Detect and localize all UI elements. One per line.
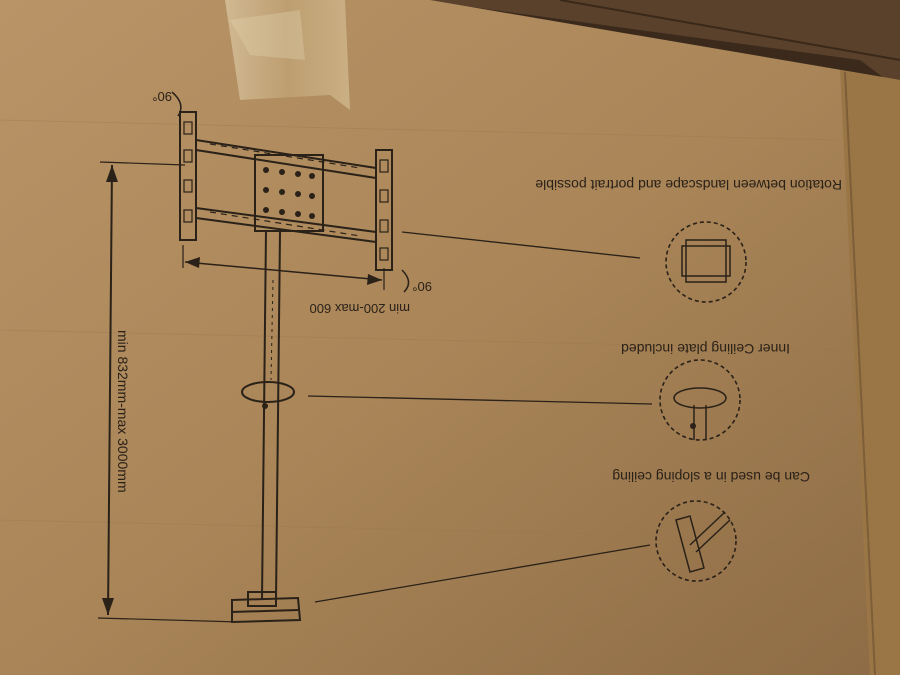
label-rotation: Rotation between landscape and portrait …: [535, 177, 842, 193]
callout-sloping: [655, 500, 737, 582]
label-width-range: min 200-max 600: [310, 301, 410, 316]
callout-ceiling-plate: [659, 359, 741, 441]
leader-sloping: [314, 544, 651, 603]
pole-collar: [241, 381, 295, 409]
label-angle-top: 90°: [152, 89, 172, 104]
vesa-bracket: [179, 111, 393, 271]
callout-rotation: [665, 221, 747, 303]
label-sloping: Can be used in a sloping ceiling: [612, 469, 810, 485]
telescopic-pole: [261, 229, 281, 601]
leader-collar: [307, 395, 653, 405]
height-dimension: [97, 161, 241, 623]
tv-mount-diagram: [97, 91, 747, 624]
box-edge: [840, 70, 900, 675]
label-angle-bottom: 90°: [412, 279, 432, 294]
rotation-arc-bottom: [401, 269, 410, 293]
label-ceiling-plate: Inner Ceiling plate included: [621, 341, 790, 357]
leader-rotation: [401, 231, 641, 259]
packing-tape: [225, 0, 350, 110]
wood-board: [420, 0, 900, 90]
width-dimension: [182, 245, 385, 290]
label-height-range: min 832mm-max 3000mm: [115, 330, 131, 493]
rotation-arc-top: [171, 91, 182, 117]
ceiling-plate: [231, 591, 302, 624]
